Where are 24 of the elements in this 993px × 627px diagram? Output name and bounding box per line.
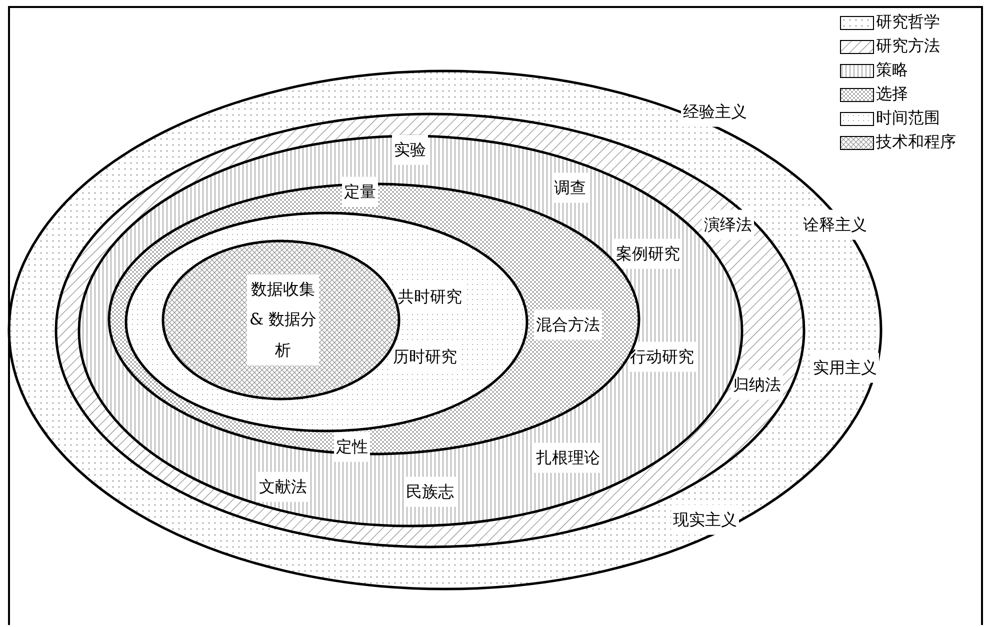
layer-label: 诠释主义 — [801, 210, 869, 240]
layer-label: 数据收集 & 数据分析 — [247, 274, 319, 366]
layer-label: 实用主义 — [811, 352, 879, 384]
layer-label: 定量 — [342, 176, 378, 208]
legend-label: 研究方法 — [876, 36, 940, 57]
layer-label: 行动研究 — [628, 342, 696, 372]
legend-label: 技术和程序 — [876, 132, 956, 153]
legend-label: 选择 — [876, 84, 908, 105]
legend-label: 时间范围 — [876, 108, 940, 129]
layer-label: 演绎法 — [702, 210, 754, 240]
legend-label: 策略 — [876, 60, 908, 81]
layer-label: 归纳法 — [731, 370, 783, 400]
layer-label: 定性 — [334, 432, 370, 462]
layer-label: 扎根理论 — [534, 442, 602, 474]
layer-label: 现实主义 — [671, 504, 739, 536]
layer-label: 文献法 — [257, 472, 309, 502]
layer-label: 调查 — [552, 172, 588, 204]
layer-label: 历时研究 — [391, 342, 459, 372]
layer-label: 实验 — [392, 134, 428, 166]
layer-label: 民族志 — [404, 476, 456, 508]
layer-label: 共时研究 — [396, 282, 464, 312]
layer-label: 案例研究 — [614, 238, 682, 270]
legend-label: 研究哲学 — [876, 12, 940, 33]
layer-label: 混合方法 — [534, 310, 602, 340]
